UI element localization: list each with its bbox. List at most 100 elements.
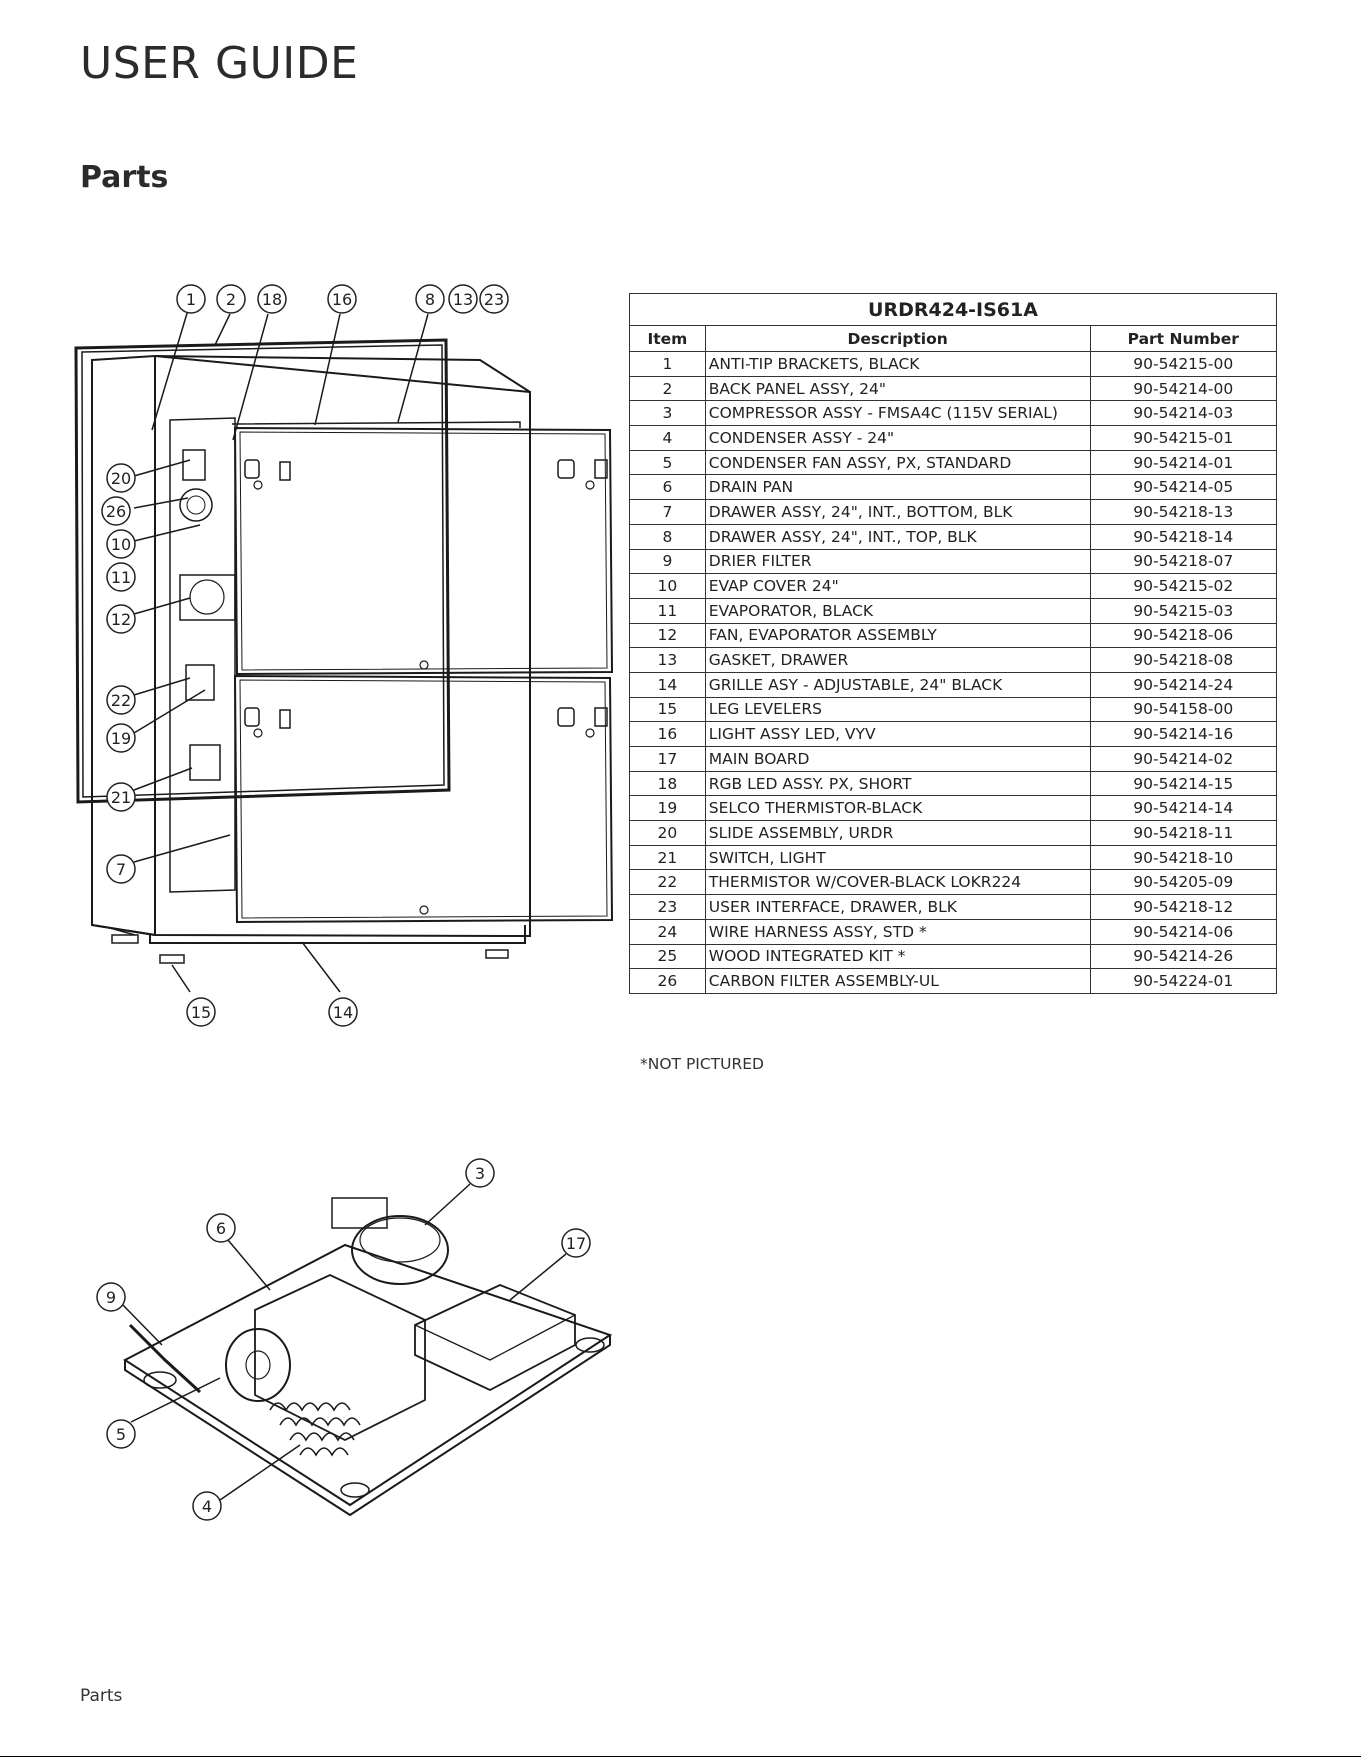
part-number-cell: 90-54215-01 [1089, 425, 1278, 451]
item-cell: 22 [629, 869, 706, 896]
description-cell: DRAIN PAN [704, 474, 1091, 501]
callout-3: 3 [465, 1158, 495, 1188]
part-number-cell: 90-54158-00 [1089, 696, 1278, 723]
description-cell: DRAWER ASSY, 24", INT., TOP, BLK [704, 523, 1091, 550]
svg-text:21: 21 [111, 788, 131, 807]
part-number-cell: 90-54218-07 [1089, 548, 1278, 575]
item-cell: 16 [629, 721, 706, 747]
callout-8: 8 [415, 284, 445, 314]
callout-14: 14 [328, 997, 358, 1027]
parts-table: URDR424-IS61A Item Description Part Numb… [629, 293, 1278, 994]
description-cell: BACK PANEL ASSY, 24" [704, 375, 1091, 402]
part-number-cell: 90-54218-06 [1089, 622, 1278, 649]
part-number-cell: 90-54215-00 [1089, 351, 1278, 377]
svg-text:20: 20 [111, 469, 131, 488]
callout-19: 19 [106, 723, 136, 753]
svg-text:4: 4 [202, 1497, 212, 1516]
item-cell: 3 [629, 400, 706, 427]
footer-section-label: Parts [80, 1686, 123, 1706]
part-number-cell: 90-54218-13 [1089, 499, 1278, 525]
model-number: URDR424-IS61A [629, 293, 1277, 326]
svg-text:9: 9 [106, 1288, 116, 1307]
part-number-cell: 90-54214-01 [1089, 449, 1278, 476]
svg-text:10: 10 [111, 535, 131, 554]
item-cell: 24 [629, 918, 706, 945]
item-cell: 8 [629, 523, 706, 550]
callout-15: 15 [186, 997, 216, 1027]
part-number-cell: 90-54224-01 [1089, 968, 1278, 994]
callout-21: 21 [106, 782, 136, 812]
description-cell: ANTI-TIP BRACKETS, BLACK [704, 351, 1091, 377]
description-cell: COMPRESSOR ASSY - FMSA4C (115V SERIAL) [704, 400, 1091, 427]
svg-text:5: 5 [116, 1425, 126, 1444]
description-cell: EVAPORATOR, BLACK [704, 597, 1091, 624]
item-cell: 19 [629, 795, 706, 822]
description-cell: GASKET, DRAWER [704, 647, 1091, 673]
svg-text:12: 12 [111, 610, 131, 629]
document-title: USER GUIDE [80, 38, 359, 89]
part-number-cell: 90-54214-15 [1089, 770, 1278, 797]
description-cell: THERMISTOR W/COVER-BLACK LOKR224 [704, 869, 1091, 896]
svg-text:19: 19 [111, 729, 131, 748]
svg-text:13: 13 [453, 290, 473, 309]
item-cell: 5 [629, 449, 706, 476]
not-pictured-footnote: *NOT PICTURED [640, 1055, 764, 1073]
svg-text:23: 23 [484, 290, 504, 309]
callout-17: 17 [561, 1228, 591, 1258]
callout-1: 1 [176, 284, 206, 314]
leader-lines-bottom [119, 1183, 567, 1501]
description-cell: LEG LEVELERS [704, 696, 1091, 723]
part-number-cell: 90-54215-03 [1089, 597, 1278, 624]
section-title: Parts [80, 160, 169, 195]
description-cell: CONDENSER FAN ASSY, PX, STANDARD [704, 449, 1091, 476]
callout-13: 13 [448, 284, 478, 314]
description-cell: WOOD INTEGRATED KIT * [704, 943, 1091, 970]
svg-text:1: 1 [186, 290, 196, 309]
svg-text:3: 3 [475, 1164, 485, 1183]
callout-7: 7 [106, 854, 136, 884]
callouts-top: 1 2 18 16 8 13 23 20 26 10 11 12 22 19 2… [101, 284, 509, 1027]
callout-23: 23 [479, 284, 509, 314]
description-cell: FAN, EVAPORATOR ASSEMBLY [704, 622, 1091, 649]
machine-compartment-illustration [123, 1197, 613, 1517]
part-number-cell: 90-54214-24 [1089, 671, 1278, 698]
item-cell: 10 [629, 573, 706, 599]
svg-text:17: 17 [566, 1234, 586, 1253]
svg-text:11: 11 [111, 568, 131, 587]
item-cell: 7 [629, 499, 706, 525]
part-number-cell: 90-54214-06 [1089, 918, 1278, 945]
callout-11: 11 [106, 562, 136, 592]
part-number-cell: 90-54214-00 [1089, 375, 1278, 402]
callout-18: 18 [257, 284, 287, 314]
svg-text:6: 6 [216, 1219, 226, 1238]
part-number-cell: 90-54214-05 [1089, 474, 1278, 501]
item-cell: 12 [629, 622, 706, 649]
header-item: Item [629, 325, 706, 352]
parts-diagram: 1 2 18 16 8 13 23 20 26 10 11 12 22 19 2… [74, 284, 614, 1521]
callout-6: 6 [206, 1213, 236, 1243]
callout-2: 2 [216, 284, 246, 314]
svg-text:16: 16 [332, 290, 352, 309]
footer-rule [0, 1756, 1361, 1757]
item-cell: 4 [629, 425, 706, 451]
svg-text:8: 8 [425, 290, 435, 309]
part-number-cell: 90-54214-02 [1089, 746, 1278, 772]
part-number-cell: 90-54218-14 [1089, 523, 1278, 550]
callouts-bottom: 3 6 17 9 5 4 [96, 1158, 591, 1521]
callout-22: 22 [106, 685, 136, 715]
description-cell: CARBON FILTER ASSEMBLY-UL [704, 968, 1091, 994]
item-cell: 25 [629, 943, 706, 970]
